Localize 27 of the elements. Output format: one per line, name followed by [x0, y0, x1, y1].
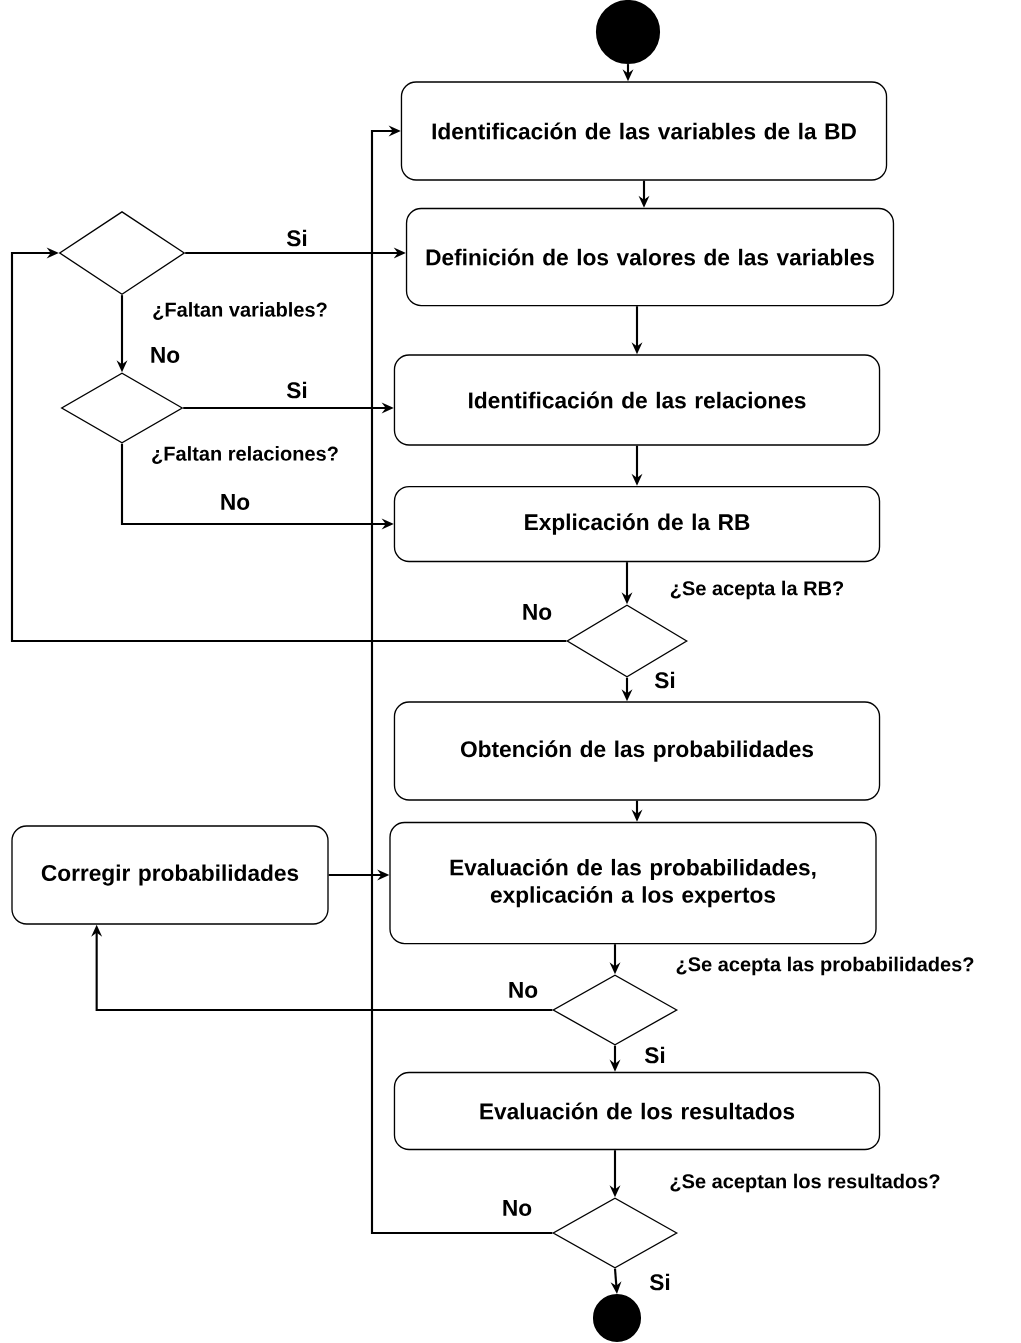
edge-label: Si: [647, 1272, 673, 1292]
edge-label: No: [148, 345, 182, 365]
edge-label: Si: [284, 380, 310, 400]
arrow: [10, 247, 567, 643]
decision-label: ¿Se aceptan los resultados?: [670, 1173, 940, 1193]
process-box: Explicación de la RB: [393, 485, 881, 563]
edge-label: No: [218, 492, 252, 512]
decision-label: ¿Se acepta las probabilidades?: [676, 956, 974, 976]
process-box: Identificación de las variables de la BD: [400, 81, 888, 181]
edge-label: No: [520, 602, 554, 622]
process-box: Definición de los valores de las variables: [405, 207, 895, 307]
terminal-circle: [595, 0, 661, 65]
terminal-circle: [592, 1293, 642, 1343]
edge-label: Si: [652, 670, 678, 690]
decision-label: ¿Faltan relaciones?: [152, 446, 338, 464]
process-box: Obtención de las probabilidades: [393, 701, 881, 801]
edge-label: No: [500, 1198, 534, 1218]
process-box: Evaluación de las probabilidades, explicación a los expertos: [389, 821, 877, 945]
arrow: [370, 125, 553, 1235]
process-box: Identificación de las relaciones: [393, 354, 881, 446]
decision-label: ¿Faltan variables?: [153, 302, 327, 320]
edge-label: No: [506, 980, 540, 1000]
edge-label: Si: [642, 1045, 668, 1065]
process-box: Evaluación de los resultados: [393, 1071, 881, 1151]
decision-label: ¿Se acepta la RB?: [670, 580, 844, 600]
process-box: Corregir probabilidades: [11, 825, 329, 925]
edge-label: Si: [284, 228, 310, 248]
